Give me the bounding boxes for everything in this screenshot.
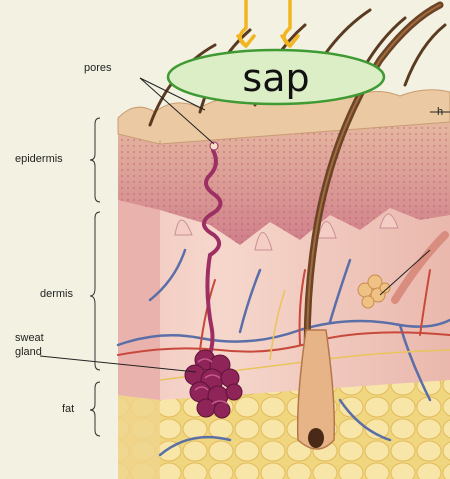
label-pores: pores: [84, 62, 112, 74]
label-sweat-gland-line1: sweat: [15, 332, 44, 344]
label-sweat-gland-line2: gland: [15, 346, 42, 358]
label-hair-partial: h: [437, 106, 443, 118]
callout-text: sap: [242, 56, 309, 100]
label-dermis: dermis: [40, 288, 73, 300]
pore-marker: [210, 142, 218, 150]
label-fat: fat: [62, 403, 74, 415]
label-epidermis: epidermis: [15, 153, 63, 165]
